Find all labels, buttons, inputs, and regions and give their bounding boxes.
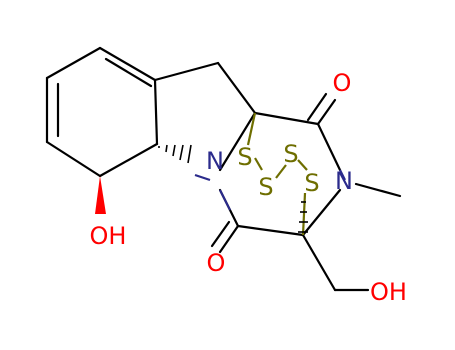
oxygen-bottom-label: O [207,249,226,277]
sulfur-label-2: S [283,140,298,168]
nitrogen-methyl-label: N [335,167,353,195]
nitrogen-ring-label: N [206,147,224,175]
hydroxyl-left-label: OH [90,222,127,250]
hashed-wedge-left [158,144,192,164]
colored-bonds [194,112,346,236]
solid-wedge [95,176,106,214]
atom-labels: O O OH OH N N S S S S [90,69,407,306]
sulfur-label-3: S [258,173,273,201]
sulfur-label-4: S [304,169,319,197]
oxygen-top-label: O [333,69,352,97]
hashed-wedge-right [298,201,308,233]
sulfur-label-1: S [237,143,252,171]
bonds [45,46,402,292]
hydroxyl-right-label: OH [370,278,407,306]
